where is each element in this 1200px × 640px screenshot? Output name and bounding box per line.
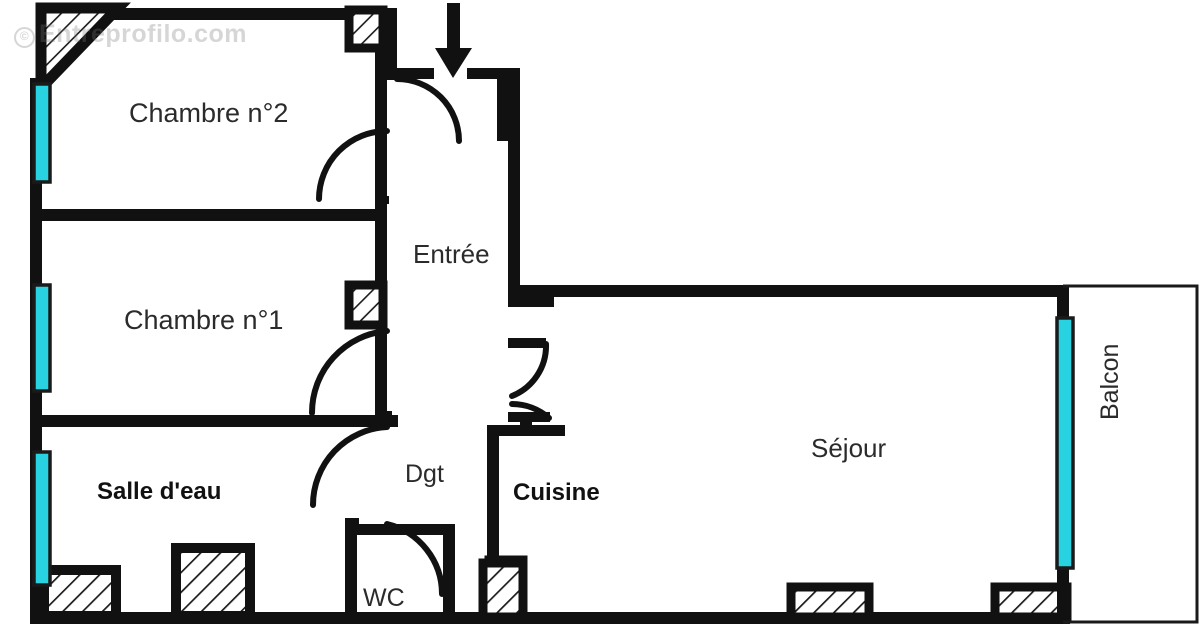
hatch-block-top-corner — [344, 5, 388, 53]
room-label-chambre-2: Chambre n°2 — [129, 98, 289, 128]
room-label-chambre-1: Chambre n°1 — [124, 305, 284, 335]
windows-group — [32, 82, 1075, 587]
window-chambre-1 — [32, 283, 52, 393]
wall-sejour-top — [508, 285, 1068, 297]
wall-chambre1-right-lower — [375, 330, 387, 420]
jamb-tick-salleeau — [345, 518, 359, 527]
window-salle-eau — [32, 450, 52, 587]
door-chambre-1-arc — [308, 328, 390, 416]
room-label-balcon: Balcon — [1096, 343, 1124, 420]
hatch-block-salleeau-1 — [39, 565, 121, 621]
room-label-entree: Entrée — [413, 239, 490, 269]
room-label-cuisine: Cuisine — [513, 479, 600, 506]
wall-wc-top-left — [345, 524, 387, 535]
entrance-arrow-shaft — [447, 3, 460, 51]
door-sejour-lower-arc — [509, 401, 552, 421]
wall-wc-top-right — [387, 524, 455, 535]
wall-wc-right — [443, 535, 455, 617]
wall-cuisine-top — [487, 425, 565, 436]
wall-wc-left — [345, 524, 357, 616]
room-label-sejour: Séjour — [811, 433, 887, 463]
hatch-block-dgt-bottom — [478, 558, 528, 622]
door-chambre-2-arc — [316, 128, 390, 202]
door-salle-eau-arc — [309, 424, 390, 508]
wall-sejour-top-notch — [508, 296, 554, 307]
wall-top-left — [41, 8, 386, 20]
hatch-block-sejour-2 — [990, 582, 1072, 622]
door-arcs — [308, 76, 552, 597]
window-chambre-2 — [32, 82, 52, 184]
door-sejour-upper-arc — [509, 341, 550, 399]
wall-entree-left-vert — [386, 8, 397, 80]
wall-entree-notch-upper — [497, 79, 508, 141]
wall-chambre2-chambre1 — [30, 209, 387, 221]
copyright-icon: © — [14, 27, 35, 48]
room-label-dgt: Dgt — [405, 460, 444, 488]
corner-cut-edge — [35, 2, 131, 102]
balcony-outline — [1063, 284, 1199, 624]
wall-entree-left-top — [386, 68, 434, 79]
wall-entree-right-top — [467, 68, 520, 79]
window-sejour-balcon — [1055, 316, 1075, 570]
hatch-block-sejour-1 — [786, 582, 874, 622]
entrance-arrow-head — [435, 48, 472, 78]
wall-cuisine-top-stub — [520, 415, 532, 427]
hatch-block-chambre1 — [344, 280, 388, 330]
jamb-tick-chambre1 — [378, 411, 392, 419]
room-label-wc: WC — [363, 584, 405, 612]
entrance-arrow — [435, 3, 472, 78]
wall-chambre2-right — [375, 8, 387, 220]
jamb-sejour-upper — [508, 338, 546, 348]
watermark-text: Entreprofilo.com — [39, 20, 248, 48]
room-label-salle-eau: Salle d'eau — [97, 478, 222, 505]
watermark: ©Entreprofilo.com — [14, 20, 247, 49]
hatch-block-salleeau-2 — [171, 543, 255, 621]
wall-chambre1-salleeau — [30, 415, 387, 427]
jamb-tick-chambre2 — [380, 196, 389, 204]
wall-entree-right-vert — [508, 68, 520, 296]
door-entrance-main-arc — [394, 76, 462, 144]
wall-chambre1-right-upper — [375, 221, 387, 283]
door-wc-arc — [384, 521, 445, 597]
